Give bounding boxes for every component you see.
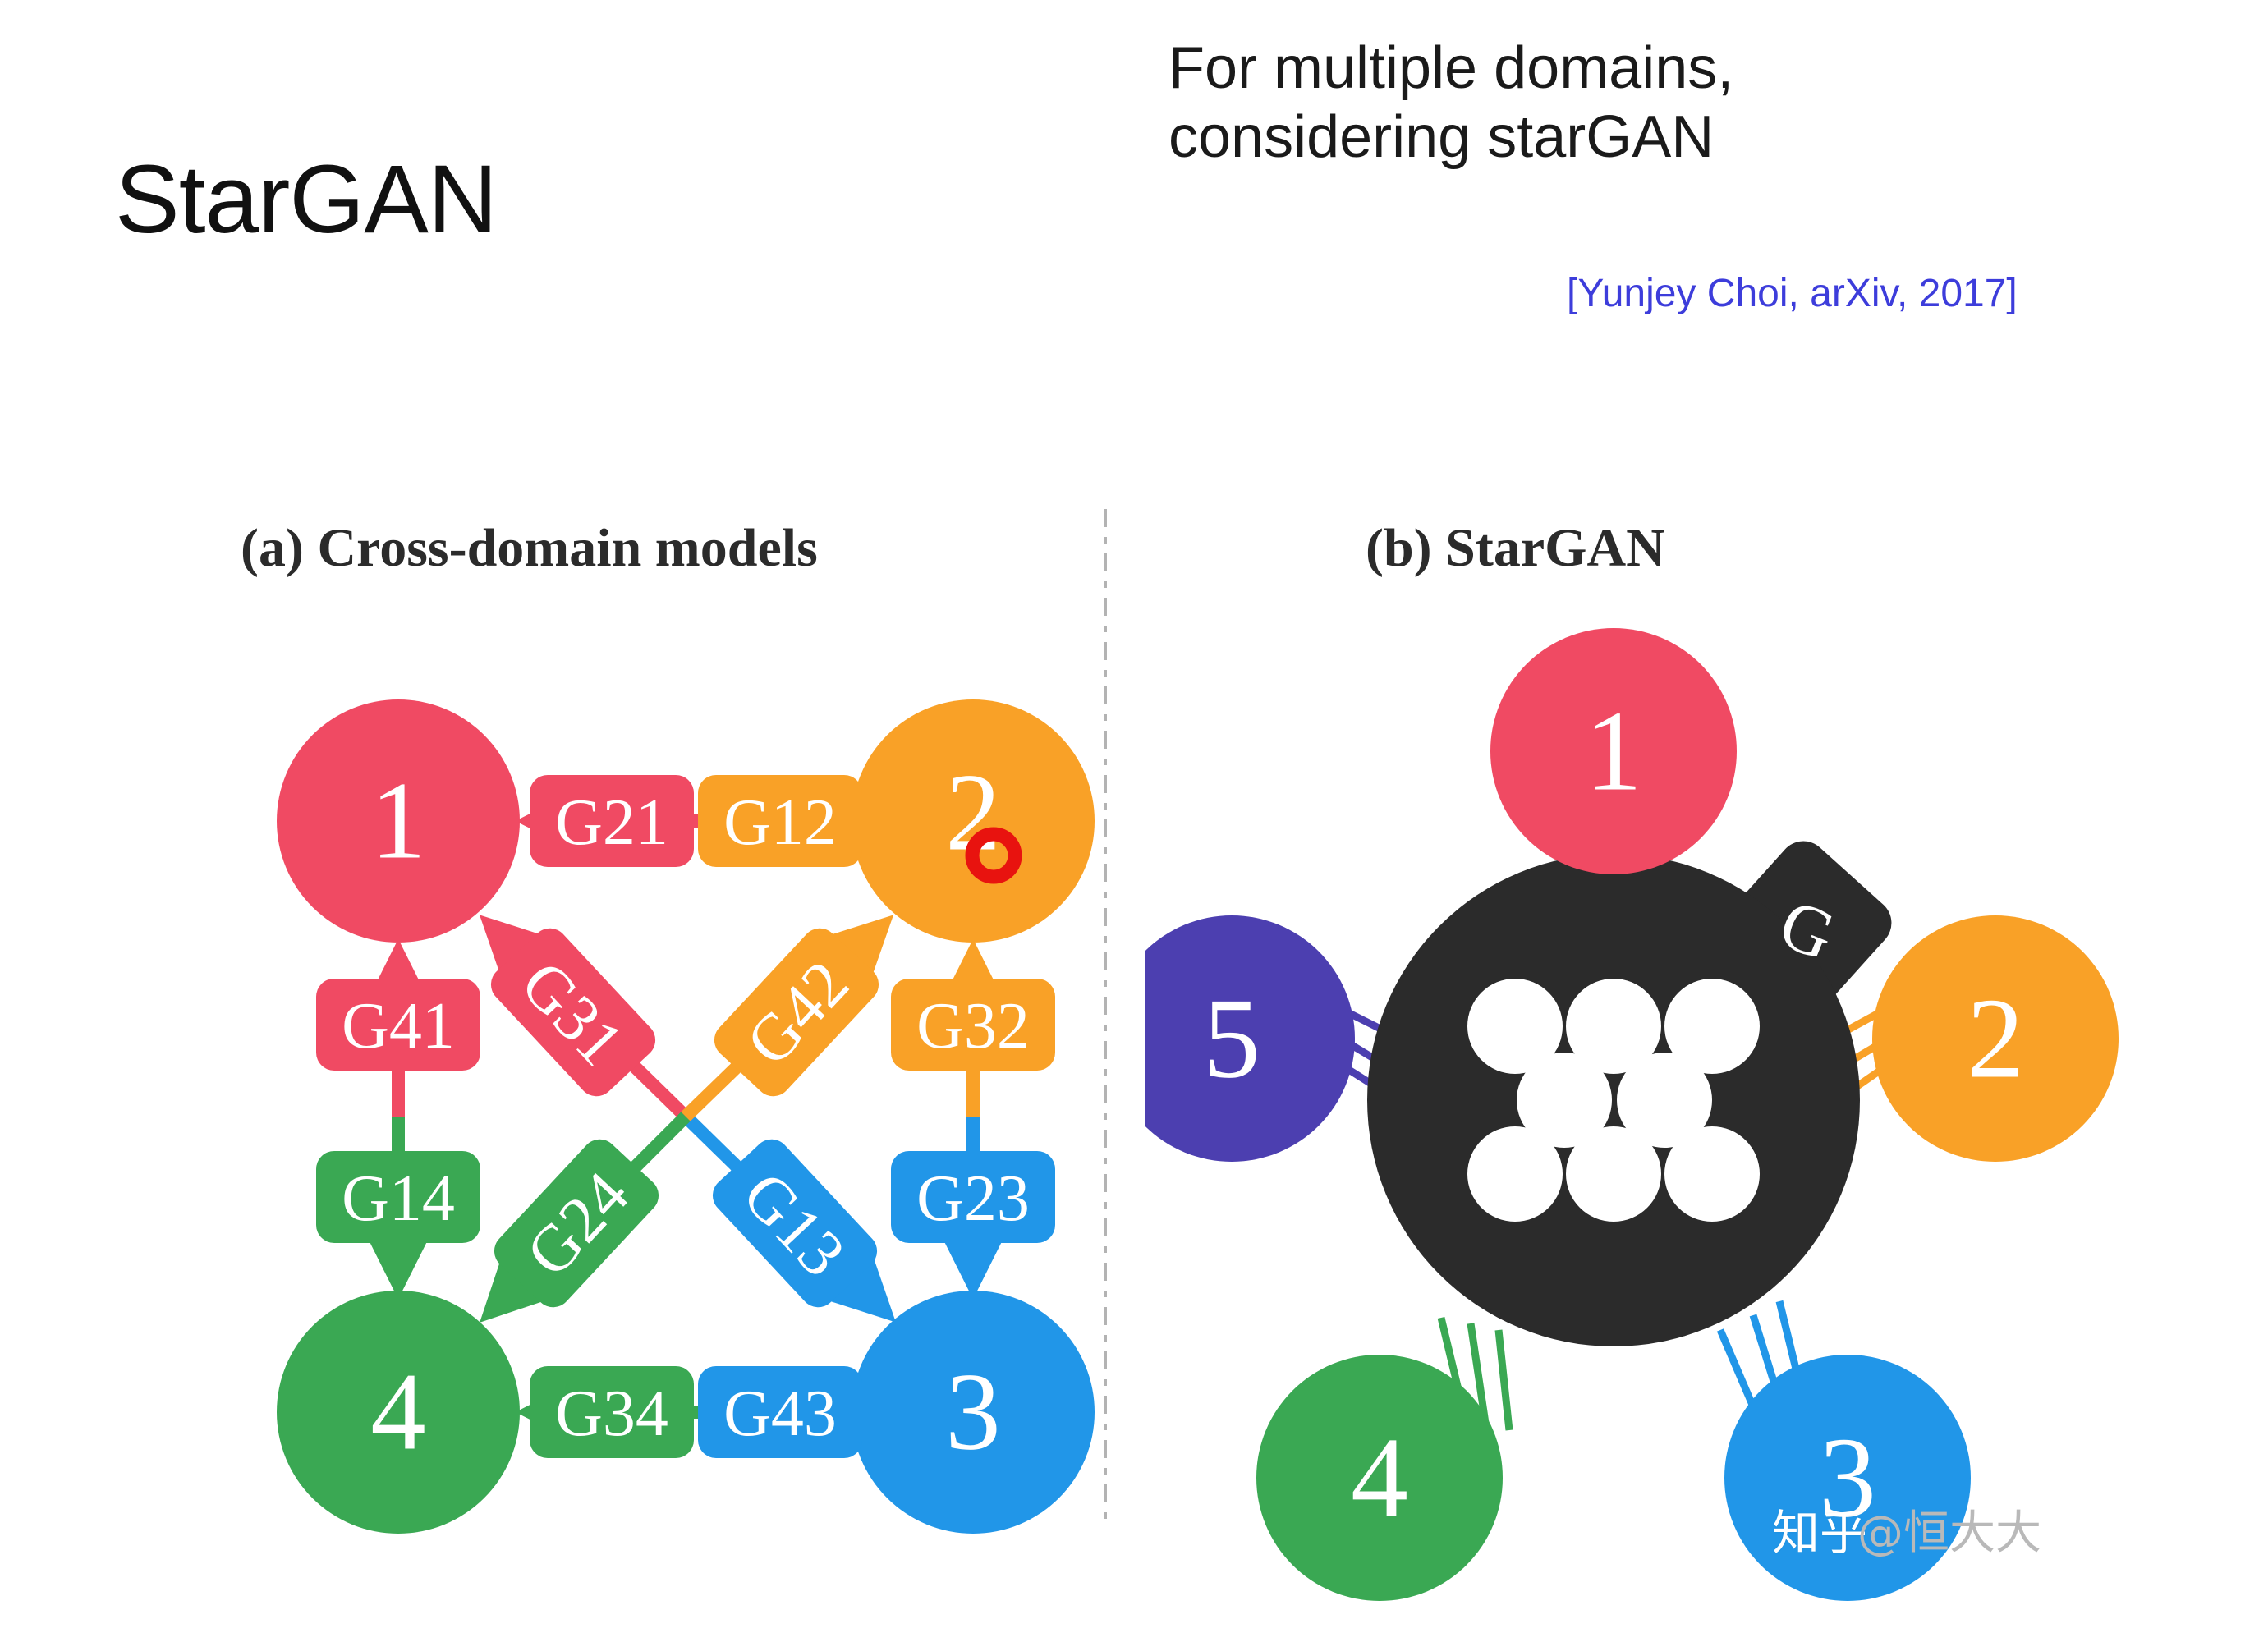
star-node-5[interactable]: 5 [1145, 915, 1355, 1162]
generator-hub[interactable]: G [1367, 831, 1902, 1346]
edge-label-g32-text: G32 [916, 990, 1030, 1062]
star-node-1[interactable]: 1 [1490, 628, 1737, 874]
node-2[interactable]: 2 [852, 699, 1095, 943]
node-3-label: 3 [945, 1351, 1001, 1474]
node-4-label: 4 [370, 1351, 426, 1474]
node-1[interactable]: 1 [277, 699, 520, 943]
headline-text: For multiple domains, considering starGA… [1168, 35, 1734, 170]
edge-label-g41-text: G41 [342, 990, 455, 1062]
star-node-2[interactable]: 2 [1872, 915, 2119, 1162]
cross-domain-diagram: 1 2 3 4 G21 G12 G41 [277, 699, 1095, 1534]
stargan-diagram: G 1 2 [1145, 628, 2119, 1601]
panel-divider [1104, 509, 1107, 1519]
hub-body [1367, 854, 1860, 1346]
panel-b-caption: (b) StarGAN [1366, 518, 1665, 578]
domain-nodes: 1 2 3 4 [277, 699, 1095, 1534]
star-node-5-label: 5 [1203, 975, 1260, 1103]
edge-lines [365, 788, 1006, 1445]
star-node-3[interactable]: 3 [1724, 1355, 1971, 1601]
star-node-2-label: 2 [1967, 975, 2024, 1103]
edge-label-g43[interactable]: G43 [698, 1366, 862, 1458]
edge-label-g23[interactable]: G23 [891, 1151, 1055, 1243]
hub-network-units [1467, 979, 1760, 1222]
edge-label-g21[interactable]: G21 [530, 775, 694, 867]
citation-reference: [Yunjey Choi, arXiv, 2017] [1567, 272, 2018, 315]
page-title: StarGAN [115, 145, 498, 254]
edge-label-g32[interactable]: G32 [891, 979, 1055, 1071]
node-1-label: 1 [370, 760, 426, 883]
cursor-click-indicator [965, 827, 1022, 884]
star-node-4-label: 4 [1351, 1415, 1408, 1542]
zhihu-logo: 知乎 [1772, 1505, 1868, 1561]
panel-a-caption: (a) Cross-domain models [241, 518, 818, 578]
edge-label-g21-text: G21 [555, 787, 668, 859]
watermark-username: @恒大大 [1857, 1507, 2041, 1560]
node-3[interactable]: 3 [852, 1291, 1095, 1534]
edge-label-g34-text: G34 [555, 1378, 668, 1450]
star-node-3-label: 3 [1819, 1415, 1876, 1542]
node-4[interactable]: 4 [277, 1291, 520, 1534]
edge-label-g14[interactable]: G14 [316, 1151, 480, 1243]
edge-label-g41[interactable]: G41 [316, 979, 480, 1071]
edge-label-g43-text: G43 [723, 1378, 837, 1450]
edge-label-g12-text: G12 [723, 787, 837, 859]
star-node-1-label: 1 [1585, 688, 1642, 815]
star-node-4[interactable]: 4 [1256, 1355, 1503, 1601]
star-domain-nodes: 1 2 3 4 5 [1145, 628, 2119, 1601]
edge-label-g34[interactable]: G34 [530, 1366, 694, 1458]
edge-label-g12[interactable]: G12 [698, 775, 862, 867]
edge-label-g23-text: G23 [916, 1163, 1030, 1235]
edge-label-g14-text: G14 [342, 1163, 455, 1235]
